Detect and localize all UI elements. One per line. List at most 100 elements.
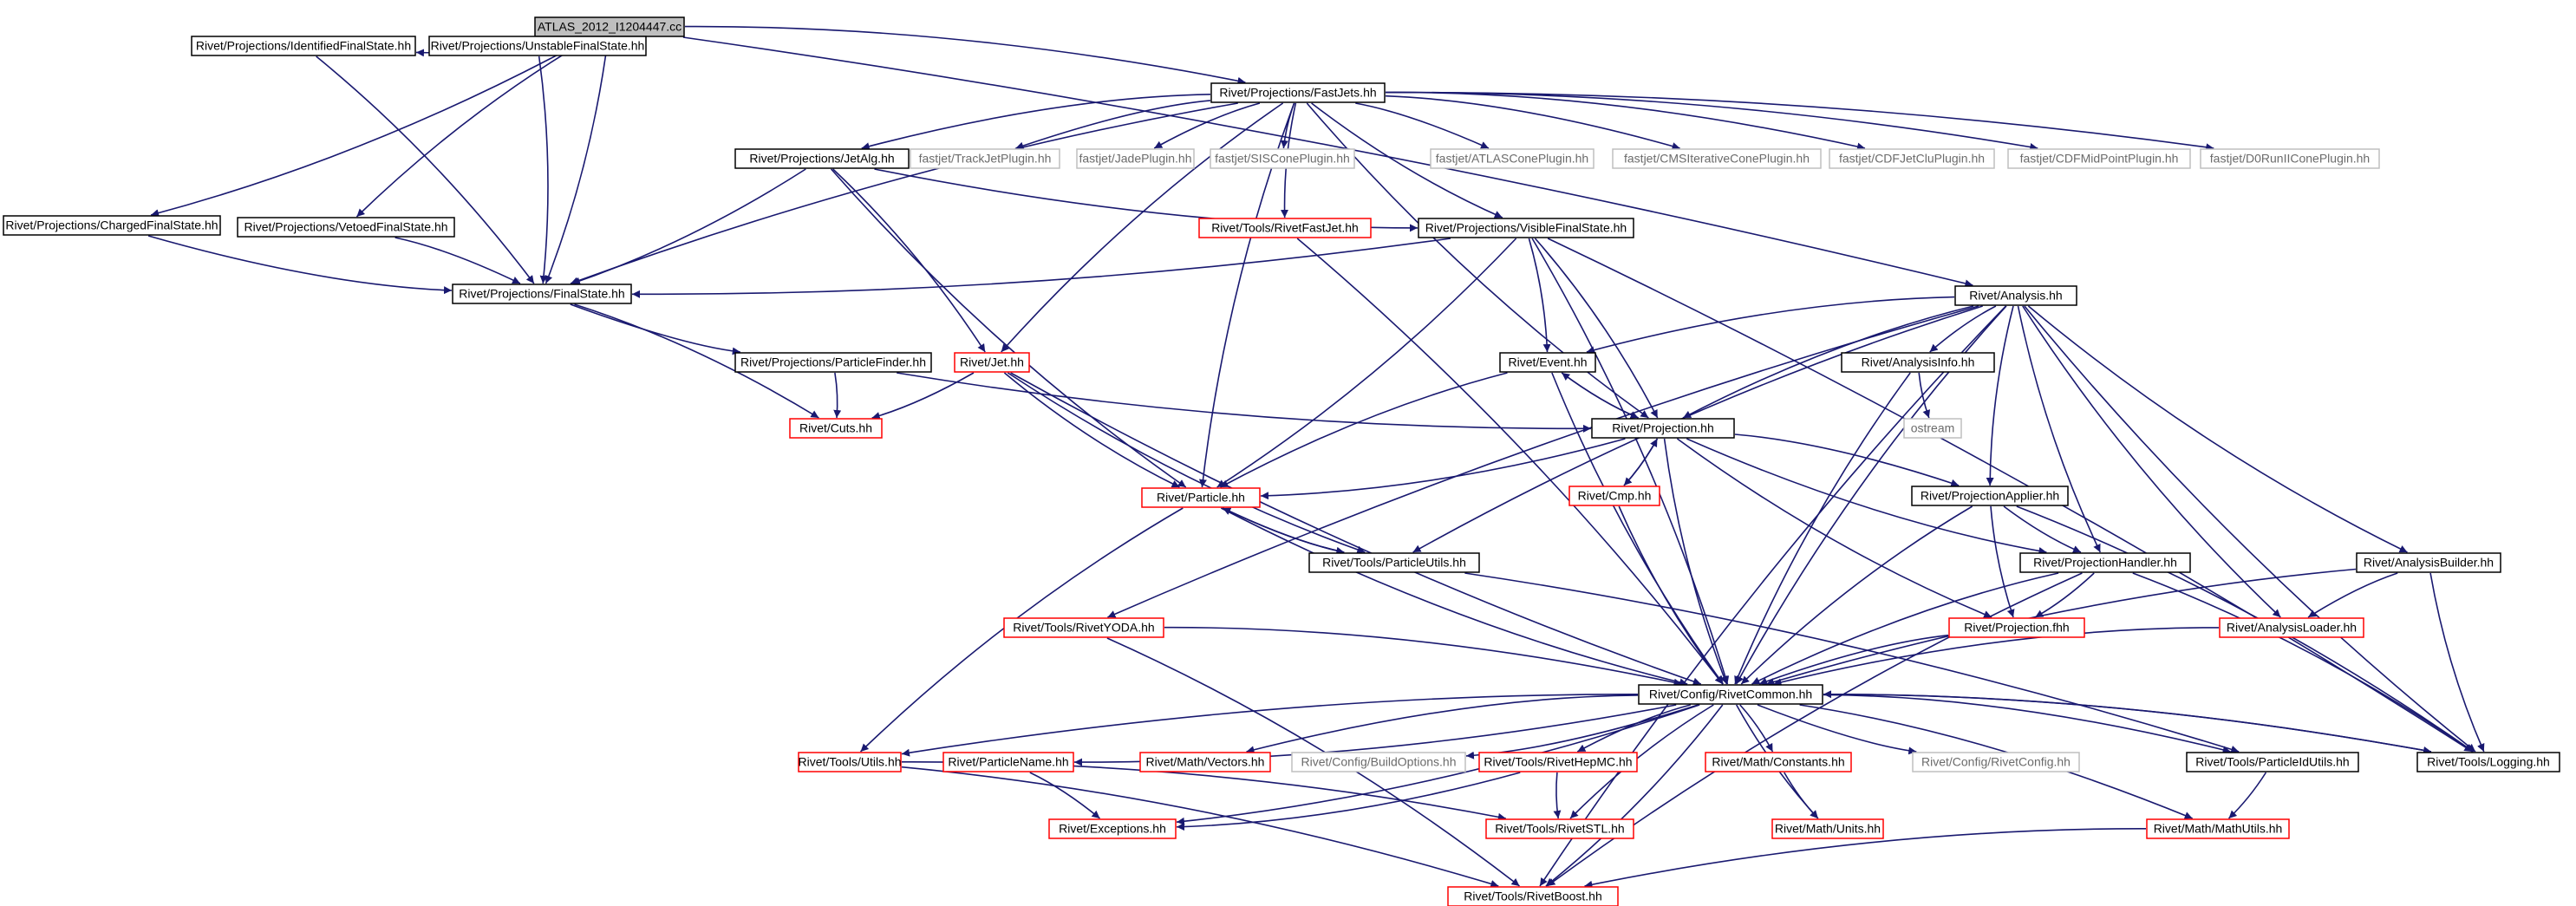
node-label-d0run: fastjet/D0RunIIConePlugin.hh bbox=[2210, 152, 2370, 166]
edge-rivetcommon-to-logging bbox=[1823, 693, 2432, 754]
node-rivetfastjet[interactable]: Rivet/Tools/RivetFastJet.hh bbox=[1198, 218, 1372, 238]
node-box-charged bbox=[3, 215, 221, 236]
node-label-vetoed: Rivet/Projections/VetoedFinalState.hh bbox=[244, 220, 447, 234]
node-box-exceptions bbox=[1048, 818, 1177, 839]
node-units[interactable]: Rivet/Math/Units.hh bbox=[1771, 818, 1884, 839]
edge-jetalg-to-finalstate bbox=[571, 168, 806, 285]
node-jetalg[interactable]: Rivet/Projections/JetAlg.hh bbox=[734, 148, 910, 169]
edge-event-to-projection bbox=[1561, 372, 1639, 419]
node-cuts[interactable]: Rivet/Cuts.hh bbox=[789, 418, 883, 439]
node-box-logging bbox=[2416, 752, 2560, 772]
node-vetoed[interactable]: Rivet/Projections/VetoedFinalState.hh bbox=[237, 217, 455, 238]
edge-analysis-to-logging bbox=[2024, 305, 2476, 753]
node-label-particle: Rivet/Particle.hh bbox=[1157, 491, 1245, 505]
edge-rivetcommon-to-constants bbox=[1739, 704, 1774, 753]
edge-rivethepmc-to-rivetstl bbox=[1553, 772, 1562, 819]
node-particle[interactable]: Rivet/Particle.hh bbox=[1141, 487, 1261, 508]
node-projapplier[interactable]: Rivet/ProjectionApplier.hh bbox=[1911, 486, 2069, 506]
edge-projection-to-event bbox=[1561, 372, 1639, 419]
node-utils[interactable]: Rivet/Tools/Utils.hh bbox=[798, 752, 902, 772]
node-box-particlefinder bbox=[734, 352, 932, 373]
node-rivetyoda[interactable]: Rivet/Tools/RivetYODA.hh bbox=[1003, 617, 1164, 638]
node-label-constants: Rivet/Math/Constants.hh bbox=[1712, 755, 1844, 769]
edge-projhandler-to-logging bbox=[2132, 572, 2474, 753]
node-box-identified bbox=[191, 36, 416, 56]
node-box-rivetboost bbox=[1447, 886, 1619, 906]
edge-analysis-to-rivetboost bbox=[1539, 305, 2006, 887]
node-label-jade: fastjet/JadePlugin.hh bbox=[1079, 152, 1192, 166]
edge-particlename-to-exceptions bbox=[1029, 772, 1101, 819]
node-analysisinfo[interactable]: Rivet/AnalysisInfo.hh bbox=[1841, 352, 1995, 373]
node-label-analysisloader: Rivet/AnalysisLoader.hh bbox=[2227, 621, 2357, 635]
node-rivetcommon[interactable]: Rivet/Config/RivetCommon.hh bbox=[1638, 684, 1823, 705]
node-label-jetalg: Rivet/Projections/JetAlg.hh bbox=[749, 152, 894, 166]
node-label-rivetconfig: Rivet/Config/RivetConfig.hh bbox=[1921, 755, 2071, 769]
node-label-rivetstl: Rivet/Tools/RivetSTL.hh bbox=[1495, 822, 1624, 836]
edge-vetoed-to-finalstate bbox=[395, 237, 521, 284]
node-particleidutils[interactable]: Rivet/Tools/ParticleIdUtils.hh bbox=[2186, 752, 2359, 772]
node-logging[interactable]: Rivet/Tools/Logging.hh bbox=[2416, 752, 2560, 772]
node-root[interactable]: ATLAS_2012_I1204447.cc bbox=[534, 16, 685, 37]
edge-particleutils-to-particle bbox=[1222, 507, 1345, 553]
node-cmp[interactable]: Rivet/Cmp.hh bbox=[1568, 486, 1660, 506]
node-rivethepmc[interactable]: Rivet/Tools/RivetHepMC.hh bbox=[1478, 752, 1638, 772]
node-unstable[interactable]: Rivet/Projections/UnstableFinalState.hh bbox=[428, 36, 647, 56]
edge-analysisinfo-to-ostream bbox=[1918, 372, 1931, 419]
node-label-identified: Rivet/Projections/IdentifiedFinalState.h… bbox=[196, 39, 411, 53]
node-box-analysisinfo bbox=[1841, 352, 1995, 373]
edge-fastjets-to-jetalg bbox=[861, 94, 1211, 151]
node-fastjets[interactable]: Rivet/Projections/FastJets.hh bbox=[1210, 82, 1386, 103]
node-projhandler[interactable]: Rivet/ProjectionHandler.hh bbox=[2019, 552, 2191, 573]
node-projection[interactable]: Rivet/Projection.hh bbox=[1591, 418, 1735, 439]
edge-projhandler-to-projfhh bbox=[2034, 572, 2095, 618]
edge-rivetcommon-to-exceptions bbox=[1176, 704, 1700, 825]
edge-root-to-finalstate bbox=[545, 36, 610, 284]
node-constants[interactable]: Rivet/Math/Constants.hh bbox=[1705, 752, 1852, 772]
node-particlename[interactable]: Rivet/ParticleName.hh bbox=[942, 752, 1074, 772]
node-projfhh[interactable]: Rivet/Projection.fhh bbox=[1948, 617, 2085, 638]
node-finalstate[interactable]: Rivet/Projections/FinalState.hh bbox=[452, 284, 632, 304]
edge-projection-to-projapplier bbox=[1734, 433, 1960, 487]
edge-projfhh-to-rivetcommon bbox=[1758, 634, 1949, 686]
node-label-analysisinfo: Rivet/AnalysisInfo.hh bbox=[1862, 355, 1975, 369]
node-box-projfhh bbox=[1948, 617, 2085, 638]
edge-particlefinder-to-projection bbox=[897, 372, 1592, 433]
node-mathutils[interactable]: Rivet/Math/MathUtils.hh bbox=[2146, 818, 2290, 839]
node-trackjet: fastjet/TrackJetPlugin.hh bbox=[910, 148, 1060, 169]
edge-analysisbuilder-to-rivetcommon bbox=[1765, 568, 2357, 686]
node-label-projhandler: Rivet/ProjectionHandler.hh bbox=[2033, 556, 2177, 570]
node-analysis[interactable]: Rivet/Analysis.hh bbox=[1954, 285, 2077, 306]
edge-projhandler-to-rivetcommon bbox=[1751, 572, 2059, 685]
node-label-cdfmid: fastjet/CDFMidPointPlugin.hh bbox=[2020, 152, 2179, 166]
node-box-projapplier bbox=[1911, 486, 2069, 506]
edge-jet-to-particleutils bbox=[1007, 372, 1366, 554]
node-label-charged: Rivet/Projections/ChargedFinalState.hh bbox=[5, 218, 218, 232]
node-label-jet: Rivet/Jet.hh bbox=[960, 355, 1024, 369]
node-analysisbuilder[interactable]: Rivet/AnalysisBuilder.hh bbox=[2356, 552, 2501, 573]
node-rivetstl[interactable]: Rivet/Tools/RivetSTL.hh bbox=[1485, 818, 1634, 839]
node-label-analysisbuilder: Rivet/AnalysisBuilder.hh bbox=[2364, 556, 2494, 570]
node-event[interactable]: Rivet/Event.hh bbox=[1499, 352, 1596, 373]
edge-rivetcommon-to-rivetstl bbox=[1569, 704, 1714, 819]
edge-utils-to-rivetboost bbox=[901, 766, 1499, 888]
node-box-rivethepmc bbox=[1478, 752, 1638, 772]
node-identified[interactable]: Rivet/Projections/IdentifiedFinalState.h… bbox=[191, 36, 416, 56]
node-exceptions[interactable]: Rivet/Exceptions.hh bbox=[1048, 818, 1177, 839]
node-rivetboost[interactable]: Rivet/Tools/RivetBoost.hh bbox=[1447, 886, 1619, 906]
node-label-trackjet: fastjet/TrackJetPlugin.hh bbox=[919, 152, 1052, 166]
node-charged[interactable]: Rivet/Projections/ChargedFinalState.hh bbox=[3, 215, 221, 236]
node-label-units: Rivet/Math/Units.hh bbox=[1775, 822, 1881, 836]
node-visible[interactable]: Rivet/Projections/VisibleFinalState.hh bbox=[1418, 218, 1634, 238]
node-particlefinder[interactable]: Rivet/Projections/ParticleFinder.hh bbox=[734, 352, 932, 373]
edge-analysis-to-particleutils bbox=[1412, 305, 1983, 553]
edge-root-to-analysis bbox=[682, 36, 1973, 288]
node-vectors[interactable]: Rivet/Math/Vectors.hh bbox=[1139, 752, 1271, 772]
edge-projapplier-to-rivetcommon bbox=[1740, 505, 1973, 685]
node-box-d0run bbox=[2200, 148, 2380, 169]
node-jet[interactable]: Rivet/Jet.hh bbox=[954, 352, 1030, 373]
node-label-particleutils: Rivet/Tools/ParticleUtils.hh bbox=[1322, 556, 1466, 570]
edge-particleutils-to-particleidutils bbox=[1464, 572, 2240, 753]
node-analysisloader[interactable]: Rivet/AnalysisLoader.hh bbox=[2219, 617, 2364, 638]
node-label-rivethepmc: Rivet/Tools/RivetHepMC.hh bbox=[1484, 755, 1632, 769]
node-particleutils[interactable]: Rivet/Tools/ParticleUtils.hh bbox=[1308, 552, 1480, 573]
